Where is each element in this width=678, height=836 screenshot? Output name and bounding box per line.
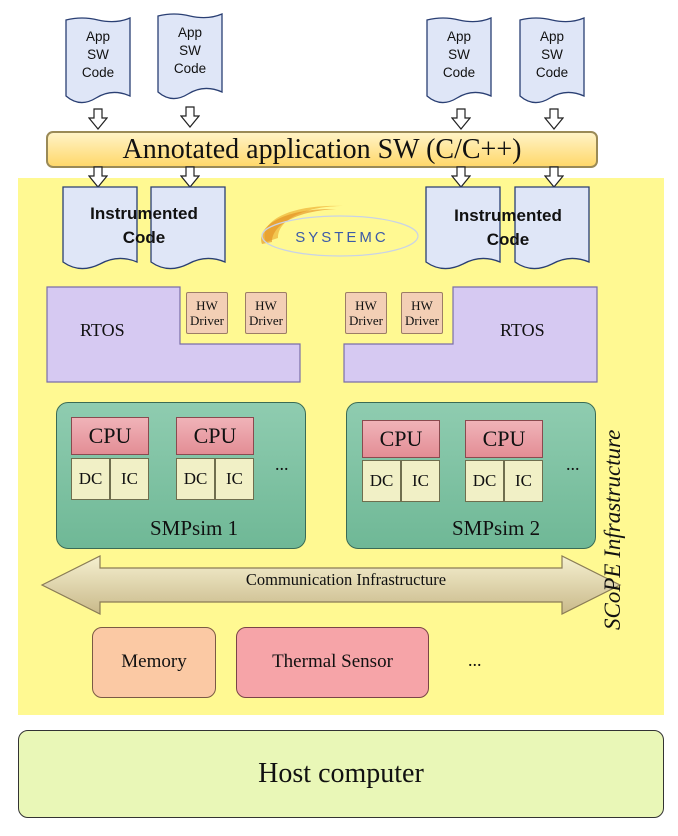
- dc-cache-box: DC: [362, 460, 401, 502]
- dc-cache-box: DC: [465, 460, 504, 502]
- rtos-label-left: RTOS: [80, 320, 125, 340]
- ic-cache-box: IC: [215, 458, 254, 500]
- systemc-logo: SYSTEMC: [248, 200, 424, 260]
- instrumented-code-doc: [423, 184, 503, 272]
- cpu-box: CPU: [362, 420, 440, 458]
- scope-infrastructure-label: SCoPE Infrastructure: [600, 429, 625, 630]
- communication-infrastructure-arrow: [40, 555, 622, 615]
- communication-infrastructure-label: Communication Infrastructure: [245, 570, 447, 589]
- instrumented-code-doc: [512, 184, 592, 272]
- down-arrow-icon: [88, 108, 108, 130]
- down-arrow-icon: [180, 106, 200, 128]
- cpu-box: CPU: [71, 417, 149, 455]
- down-arrow-icon: [544, 166, 564, 188]
- down-arrow-icon: [451, 166, 471, 188]
- annotated-application-sw-bar: Annotated application SW (C/C++): [46, 131, 598, 168]
- instrumented-code-doc: [60, 184, 140, 272]
- systemc-logo-text: SYSTEMC: [295, 229, 389, 246]
- cpu-box: CPU: [176, 417, 254, 455]
- smpsim-1-label: SMPsim 1: [150, 516, 239, 540]
- instrumented-code-doc: [148, 184, 228, 272]
- dc-cache-box: DC: [176, 458, 215, 500]
- ic-cache-box: IC: [110, 458, 149, 500]
- down-arrow-icon: [451, 108, 471, 130]
- cpu-box: CPU: [465, 420, 543, 458]
- rtos-block-right: [343, 286, 598, 383]
- ic-cache-box: IC: [504, 460, 543, 502]
- down-arrow-icon: [180, 166, 200, 188]
- down-arrow-icon: [88, 166, 108, 188]
- more-cpus-ellipsis: ...: [275, 454, 289, 474]
- memory-box: Memory: [92, 627, 216, 698]
- rtos-label-right: RTOS: [500, 320, 545, 340]
- dc-cache-box: DC: [71, 458, 110, 500]
- smpsim-2-label: SMPsim 2: [452, 516, 541, 540]
- down-arrow-icon: [544, 108, 564, 130]
- ic-cache-box: IC: [401, 460, 440, 502]
- host-computer-box: Host computer: [18, 730, 664, 818]
- more-components-ellipsis: ...: [468, 650, 482, 670]
- rtos-block-left: [46, 286, 301, 383]
- more-cpus-ellipsis: ...: [566, 454, 580, 474]
- thermal-sensor-box: Thermal Sensor: [236, 627, 429, 698]
